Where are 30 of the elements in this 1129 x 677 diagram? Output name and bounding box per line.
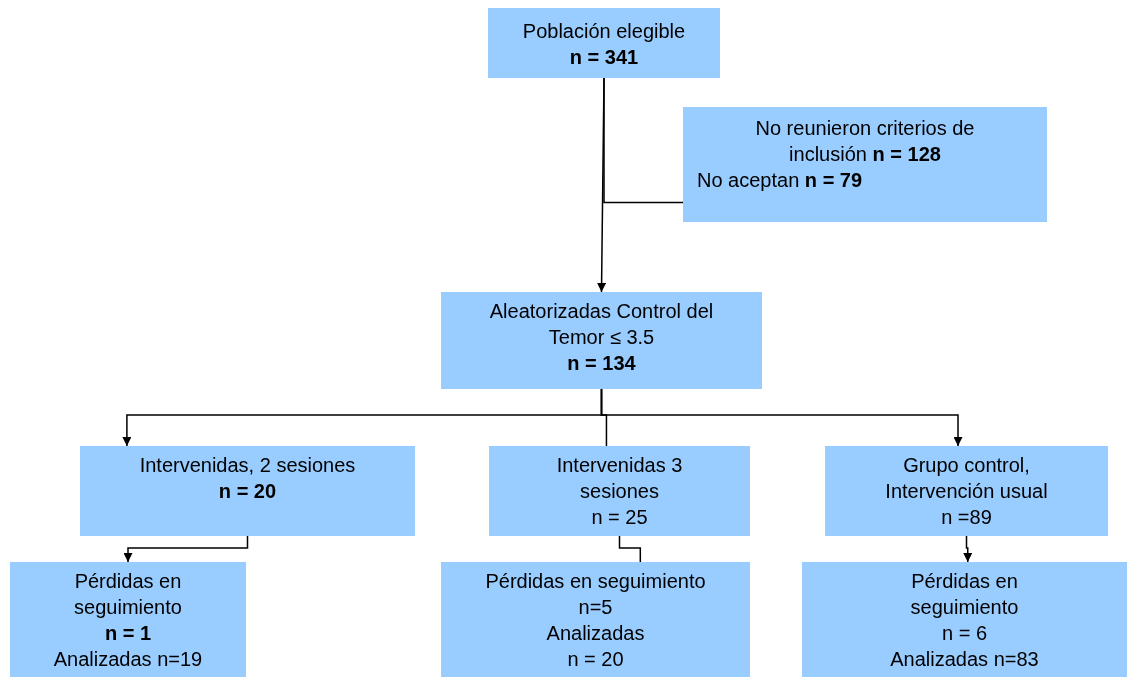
connector-line bbox=[603, 77, 684, 204]
box-text: Analizadas n=19 bbox=[53, 647, 203, 672]
box-text: n = 134 bbox=[567, 351, 636, 376]
connector-line bbox=[618, 535, 642, 563]
flowchart-box bbox=[80, 446, 415, 536]
box-text: Intervenidas, 2 sesiones bbox=[139, 453, 356, 478]
connector-line bbox=[123, 535, 249, 563]
box-text: n = 6 bbox=[941, 621, 987, 646]
flowchart-box bbox=[10, 562, 246, 677]
box-text: n = 1 bbox=[104, 621, 152, 646]
connector-line bbox=[963, 535, 973, 563]
flowchart-box bbox=[441, 562, 750, 677]
box-text: n =89 bbox=[941, 505, 992, 530]
box-text: n = 20 bbox=[218, 479, 277, 504]
flowchart-box bbox=[441, 292, 762, 389]
box-text: n = 20 bbox=[567, 647, 624, 672]
flowchart-box bbox=[489, 446, 750, 536]
connector-line bbox=[600, 388, 963, 447]
box-text: Analizadas n=83 bbox=[890, 647, 1039, 672]
box-text: Pérdidas en seguimiento bbox=[485, 569, 706, 594]
box-text: Analizadas bbox=[546, 621, 645, 646]
flowchart-box bbox=[825, 446, 1108, 536]
box-text: n = 341 bbox=[569, 45, 639, 70]
flowchart-box bbox=[683, 107, 1047, 222]
flowchart-box bbox=[488, 8, 720, 78]
flowchart-box bbox=[802, 562, 1127, 677]
box-text: Población elegible bbox=[522, 19, 686, 44]
box-text: n = 25 bbox=[591, 505, 648, 530]
box-text: No aceptan n = 79 bbox=[697, 168, 863, 193]
box-text: n=5 bbox=[578, 595, 613, 620]
